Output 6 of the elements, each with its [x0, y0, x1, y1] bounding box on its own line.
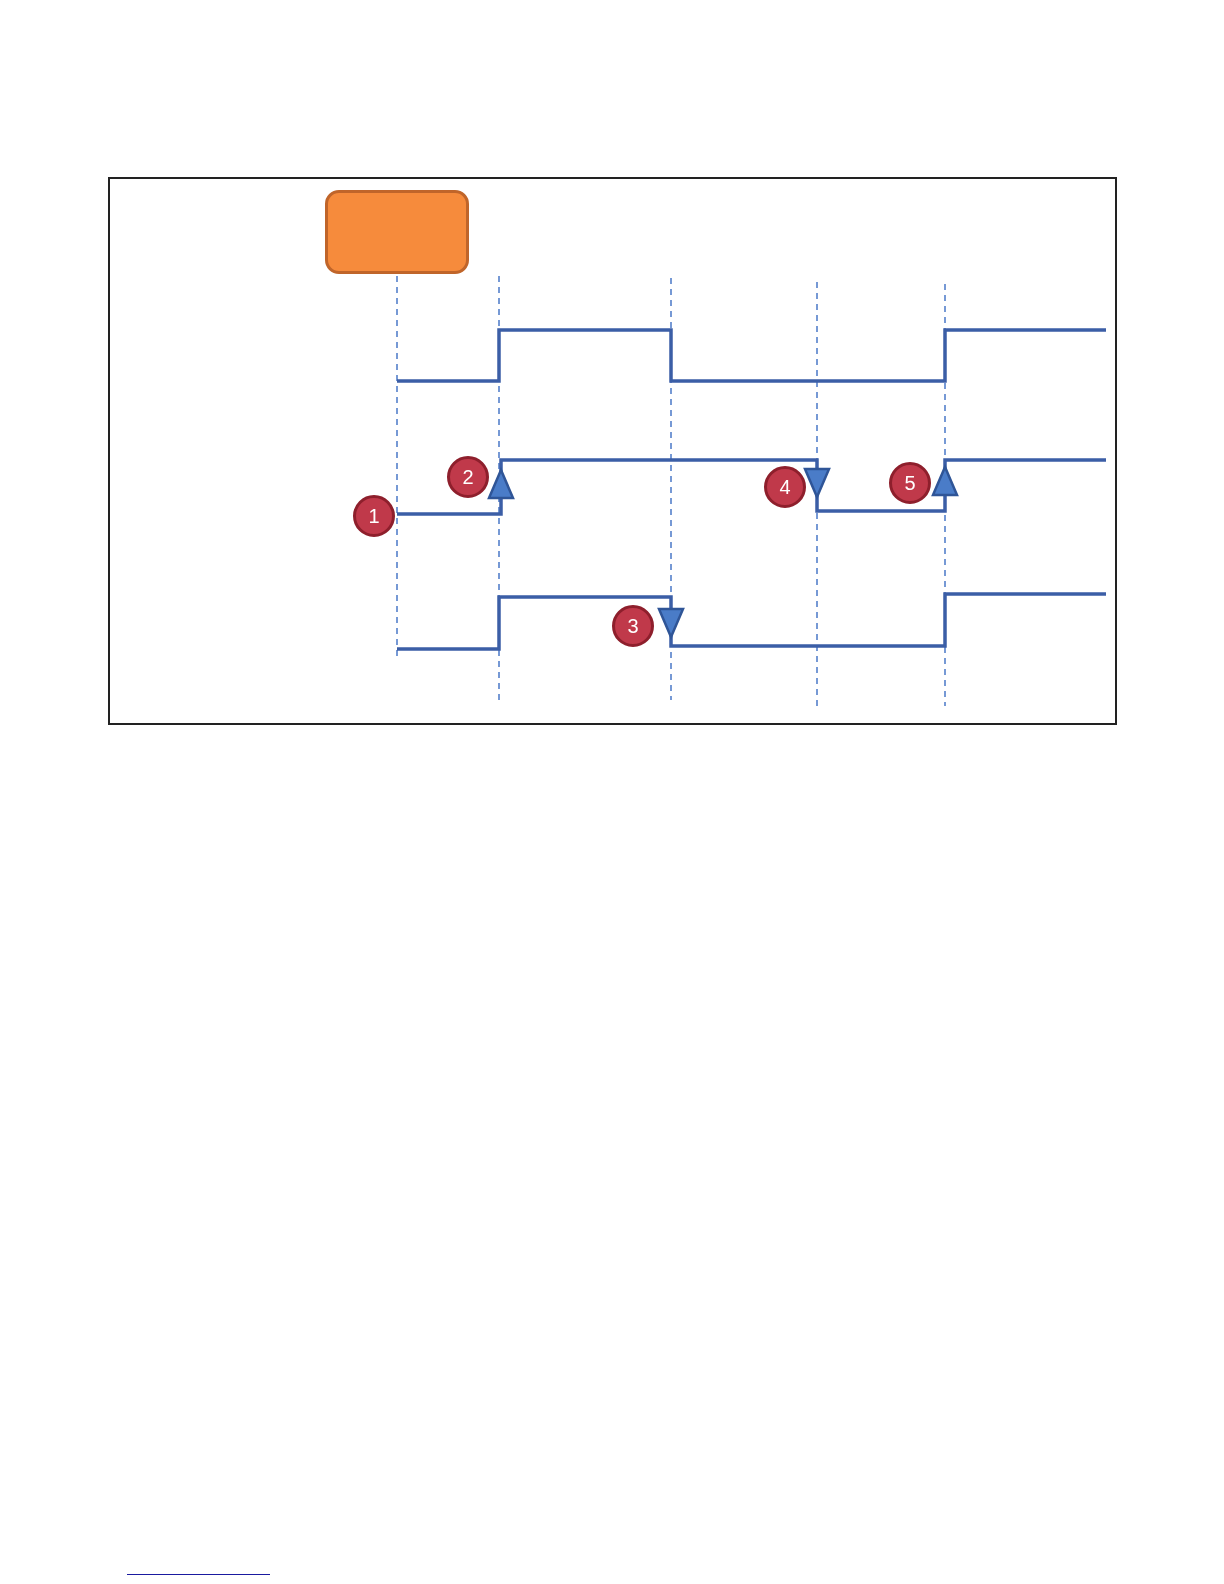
- status-box: [325, 190, 469, 274]
- callout-number: 4: [764, 466, 806, 508]
- callout-number: 5: [889, 462, 931, 504]
- callout-number: 2: [447, 456, 489, 498]
- callout-number: 1: [353, 495, 395, 537]
- callout-number: 3: [612, 605, 654, 647]
